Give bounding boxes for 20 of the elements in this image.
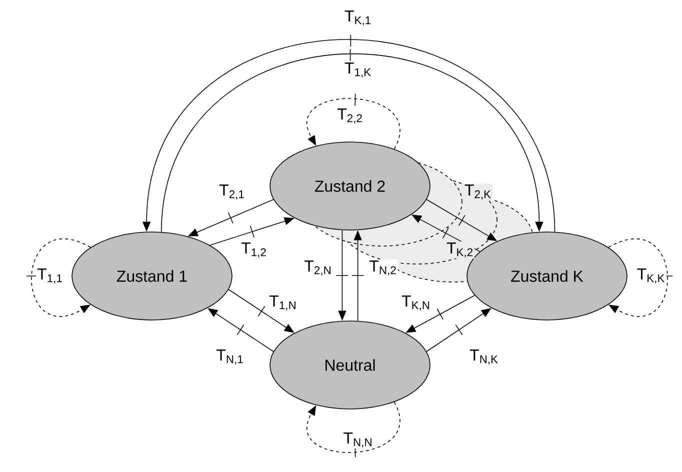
edge-label: T$_{2,1}$ — [218, 183, 246, 201]
edge-label: T$_{1,1}$ — [36, 267, 64, 285]
loop-arrow — [26, 238, 91, 316]
edge-label: T$_{K,1}$ — [343, 9, 373, 27]
edge-label: T$_{K,N}$ — [400, 294, 432, 312]
edge-label: T$_{N,1}$ — [215, 348, 245, 366]
edge-label: T$_{2,2}$ — [336, 107, 364, 125]
edge-label: T$_{1,K}$ — [343, 61, 373, 79]
edge-label: T$_{1,2}$ — [240, 241, 268, 259]
loop-arrow — [306, 93, 400, 150]
edge-label: T$_{K,2}$ — [445, 241, 475, 259]
loop-arrow — [608, 238, 673, 316]
edge-label: T$_{2,N}$ — [303, 259, 333, 277]
edge-label: T$_{N,K}$ — [468, 348, 500, 366]
edge-label: T$_{1,N}$ — [268, 294, 298, 312]
edge-label: T$_{2,K}$ — [463, 183, 493, 201]
edge-label: T$_{N,N}$ — [342, 431, 374, 449]
edge-label: T$_{N,2}$ — [368, 259, 398, 277]
edge-label: T$_{K,K}$ — [636, 267, 666, 285]
loop-arrow — [306, 402, 400, 458]
